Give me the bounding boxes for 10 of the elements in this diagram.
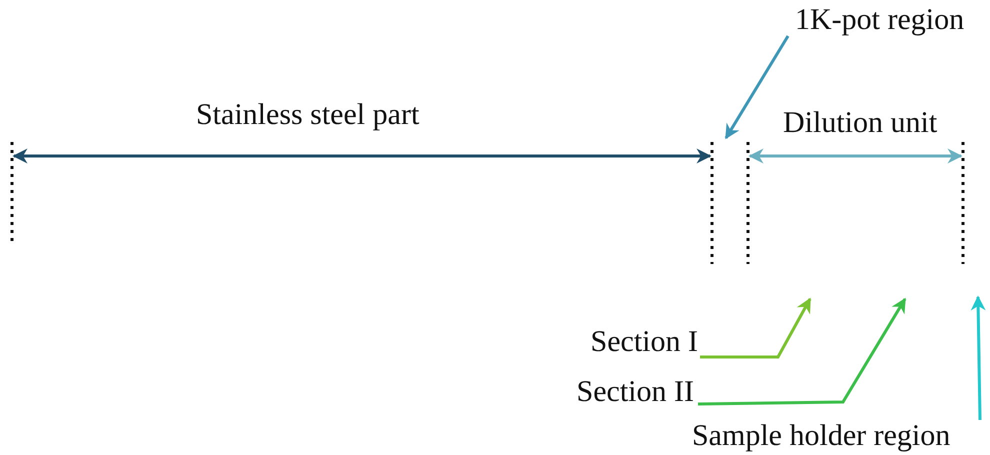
leader-arrow (698, 298, 906, 406)
dimension-label: Dilution unit (783, 108, 938, 138)
region-label: Sample holder region (692, 421, 950, 451)
leader-arrow (700, 298, 812, 358)
dimension-label: Stainless steel part (196, 100, 420, 130)
region-label: 1K-pot region (795, 5, 964, 35)
region-label: Section I (590, 327, 698, 357)
leader-arrow (970, 296, 986, 420)
leader-arrow (724, 35, 790, 140)
region-label: Section II (576, 377, 694, 407)
